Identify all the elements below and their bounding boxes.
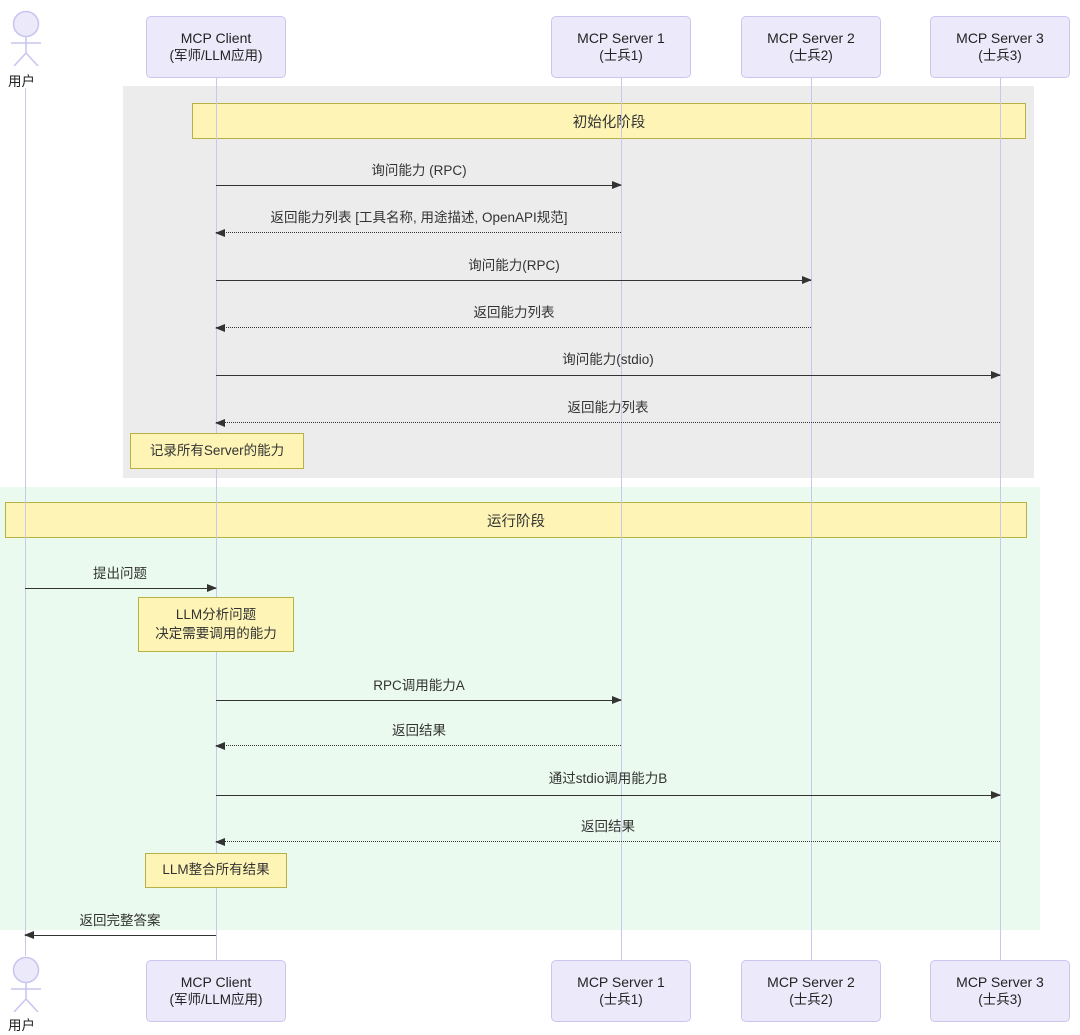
participant-server1-line2: (士兵1) <box>599 992 643 1008</box>
user-actor-label-top: 用户 <box>8 74 35 89</box>
note-llm-merge-results-line1: LLM整合所有结果 <box>162 862 270 878</box>
participant-server1-line1: MCP Server 1 <box>577 29 665 46</box>
participant-server1-line1: MCP Server 1 <box>577 973 665 990</box>
participant-server2-bottom[interactable]: MCP Server 2 (士兵2) <box>741 960 881 1022</box>
arrowhead-right-icon <box>207 583 217 592</box>
message-arrow-m2 <box>215 228 621 237</box>
arrowhead-right-icon <box>612 180 622 189</box>
lifeline-server3 <box>1000 78 1001 962</box>
lifeline-user <box>25 88 26 956</box>
message-label-m12: 返回完整答案 <box>79 913 161 928</box>
message-label-m9: 返回结果 <box>392 723 446 738</box>
lifeline-client <box>216 78 217 962</box>
participant-server3-line1: MCP Server 3 <box>956 973 1044 990</box>
user-actor-top <box>5 10 47 67</box>
lifeline-server1 <box>621 78 622 962</box>
actor-figure-icon <box>11 10 41 67</box>
note-record-server-capabilities-line1: 记录所有Server的能力 <box>149 442 285 458</box>
message-label-m5: 询问能力(stdio) <box>562 352 654 367</box>
participant-server1-top[interactable]: MCP Server 1 (士兵1) <box>551 16 691 78</box>
participant-server3-top[interactable]: MCP Server 3 (士兵3) <box>930 16 1070 78</box>
participant-server3-line2: (士兵3) <box>978 48 1022 64</box>
arrowhead-left-icon <box>24 930 34 939</box>
user-actor-label-bottom: 用户 <box>8 1018 35 1033</box>
phase-banner-run-label: 运行阶段 <box>487 513 545 530</box>
participant-client-top[interactable]: MCP Client (军师/LLM应用) <box>146 16 286 78</box>
participant-server3-line2: (士兵3) <box>978 992 1022 1008</box>
phase-banner-init-label: 初始化阶段 <box>572 114 646 131</box>
message-label-m2: 返回能力列表 [工具名称, 用途描述, OpenAPI规范] <box>270 210 568 225</box>
participant-server2-line2: (士兵2) <box>789 992 833 1008</box>
user-actor-bottom <box>5 956 47 1013</box>
participant-server2-line1: MCP Server 2 <box>767 29 855 46</box>
participant-server2-line1: MCP Server 2 <box>767 973 855 990</box>
note-llm-merge-results: LLM整合所有结果 <box>145 853 287 888</box>
message-arrow-m9 <box>215 741 621 750</box>
arrowhead-left-icon <box>215 741 225 750</box>
participant-client-line2: (军师/LLM应用) <box>169 48 263 64</box>
phase-banner-run: 运行阶段 <box>5 502 1027 538</box>
message-label-m4: 返回能力列表 <box>473 305 555 320</box>
message-arrow-m7 <box>25 583 217 592</box>
participant-server2-top[interactable]: MCP Server 2 (士兵2) <box>741 16 881 78</box>
message-arrow-m5 <box>216 370 1001 379</box>
participant-client-line1: MCP Client <box>180 29 252 46</box>
init-phase-band <box>123 86 1034 478</box>
message-label-m10: 通过stdio调用能力B <box>548 771 668 786</box>
message-arrow-m6 <box>215 418 1000 427</box>
participant-client-line1: MCP Client <box>180 973 252 990</box>
message-label-m11: 返回结果 <box>581 819 635 834</box>
participant-server3-line1: MCP Server 3 <box>956 29 1044 46</box>
lifeline-server2 <box>811 78 812 962</box>
message-label-m8: RPC调用能力A <box>373 678 465 693</box>
message-arrow-m1 <box>216 180 622 189</box>
participant-client-line2: (军师/LLM应用) <box>169 992 263 1008</box>
message-arrow-m11 <box>215 837 1000 846</box>
message-arrow-m3 <box>216 275 812 284</box>
arrowhead-left-icon <box>215 837 225 846</box>
participant-server1-bottom[interactable]: MCP Server 1 (士兵1) <box>551 960 691 1022</box>
participant-server2-line2: (士兵2) <box>789 48 833 64</box>
participant-server1-line2: (士兵1) <box>599 48 643 64</box>
participant-server3-bottom[interactable]: MCP Server 3 (士兵3) <box>930 960 1070 1022</box>
arrowhead-left-icon <box>215 418 225 427</box>
arrowhead-right-icon <box>991 370 1001 379</box>
arrowhead-left-icon <box>215 323 225 332</box>
arrowhead-left-icon <box>215 228 225 237</box>
note-record-server-capabilities: 记录所有Server的能力 <box>130 433 304 469</box>
message-label-m1: 询问能力 (RPC) <box>371 163 467 178</box>
message-label-m6: 返回能力列表 <box>567 400 649 415</box>
arrowhead-right-icon <box>612 695 622 704</box>
message-arrow-m12 <box>24 930 216 939</box>
actor-figure-icon <box>11 956 41 1013</box>
message-label-m3: 询问能力(RPC) <box>468 258 560 273</box>
note-llm-analyze-question: LLM分析问题 决定需要调用的能力 <box>138 597 294 652</box>
message-arrow-m4 <box>215 323 811 332</box>
note-llm-analyze-question-line1: LLM分析问题 <box>175 607 257 623</box>
participant-client-bottom[interactable]: MCP Client (军师/LLM应用) <box>146 960 286 1022</box>
arrowhead-right-icon <box>802 275 812 284</box>
phase-banner-init: 初始化阶段 <box>192 103 1026 139</box>
note-llm-analyze-question-line2: 决定需要调用的能力 <box>155 625 277 641</box>
arrowhead-right-icon <box>991 790 1001 799</box>
message-arrow-m10 <box>216 790 1001 799</box>
message-arrow-m8 <box>216 695 622 704</box>
message-label-m7: 提出问题 <box>93 566 147 581</box>
